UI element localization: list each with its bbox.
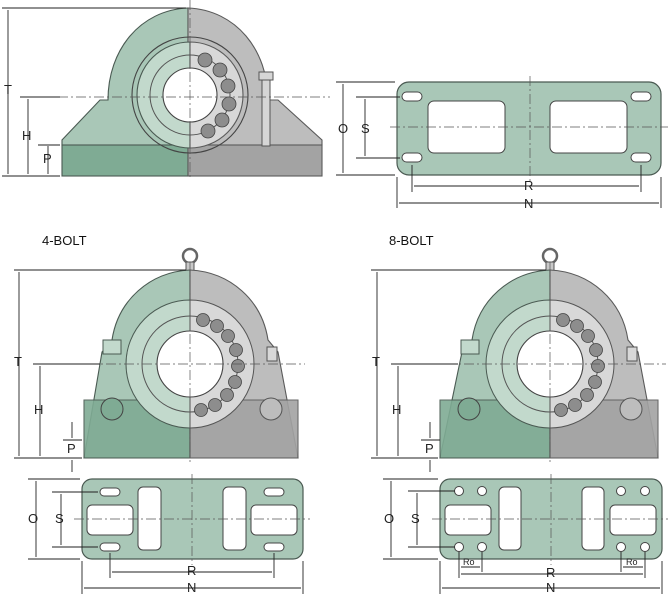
four-bolt-dim-o: O <box>28 511 38 526</box>
four-bolt-dim-n: N <box>187 580 196 594</box>
eight-bolt-dim-ro-left: Ro <box>463 557 475 567</box>
eight-bolt-dim-r: R <box>546 565 555 580</box>
two-bolt-dim-r: R <box>524 178 533 193</box>
four-bolt-dim-s: S <box>55 511 64 526</box>
eight-bolt-front-dimensions: T H P <box>371 269 546 472</box>
four-bolt-dim-h: H <box>34 402 43 417</box>
four-bolt-front-dimensions: T H P <box>14 269 186 472</box>
four-bolt-base-view <box>74 474 310 565</box>
four-bolt-rollers <box>194 313 245 417</box>
eight-bolt-dim-ro-right: Ro <box>626 557 638 567</box>
eight-bolt-dim-n: N <box>546 580 555 594</box>
four-bolt-base-dimensions: O S R N <box>28 478 304 594</box>
two-bolt-dim-h: H <box>22 128 31 143</box>
eight-bolt-base-view <box>432 474 668 565</box>
eight-bolt-base-dimensions: O S Ro Ro R N <box>383 478 663 594</box>
eight-bolt-dim-p: P <box>425 441 434 456</box>
four-bolt-title: 4-BOLT <box>42 233 87 248</box>
four-bolt-dim-p: P <box>67 441 76 456</box>
two-bolt-front-dimensions: T H P <box>2 7 186 177</box>
two-bolt-dim-s: S <box>361 121 370 136</box>
two-bolt-dim-p: P <box>43 151 52 166</box>
two-bolt-dim-o: O <box>338 121 348 136</box>
two-bolt-base-view <box>390 76 668 181</box>
two-bolt-dim-n: N <box>524 196 533 211</box>
two-bolt-base-dimensions: O S R N <box>336 81 662 211</box>
eight-bolt-dim-o: O <box>384 511 394 526</box>
four-bolt-dim-r: R <box>187 563 196 578</box>
four-bolt-dim-t: T <box>14 354 22 369</box>
two-bolt-dim-t: T <box>4 82 12 97</box>
eight-bolt-title: 8-BOLT <box>389 233 434 248</box>
eight-bolt-dim-t: T <box>372 354 380 369</box>
eight-bolt-rollers <box>554 313 605 417</box>
four-bolt-front-view <box>34 247 305 462</box>
two-bolt-front-view <box>40 0 330 178</box>
eight-bolt-front-view <box>392 247 666 462</box>
eight-bolt-dim-s: S <box>411 511 420 526</box>
eight-bolt-dim-h: H <box>392 402 401 417</box>
